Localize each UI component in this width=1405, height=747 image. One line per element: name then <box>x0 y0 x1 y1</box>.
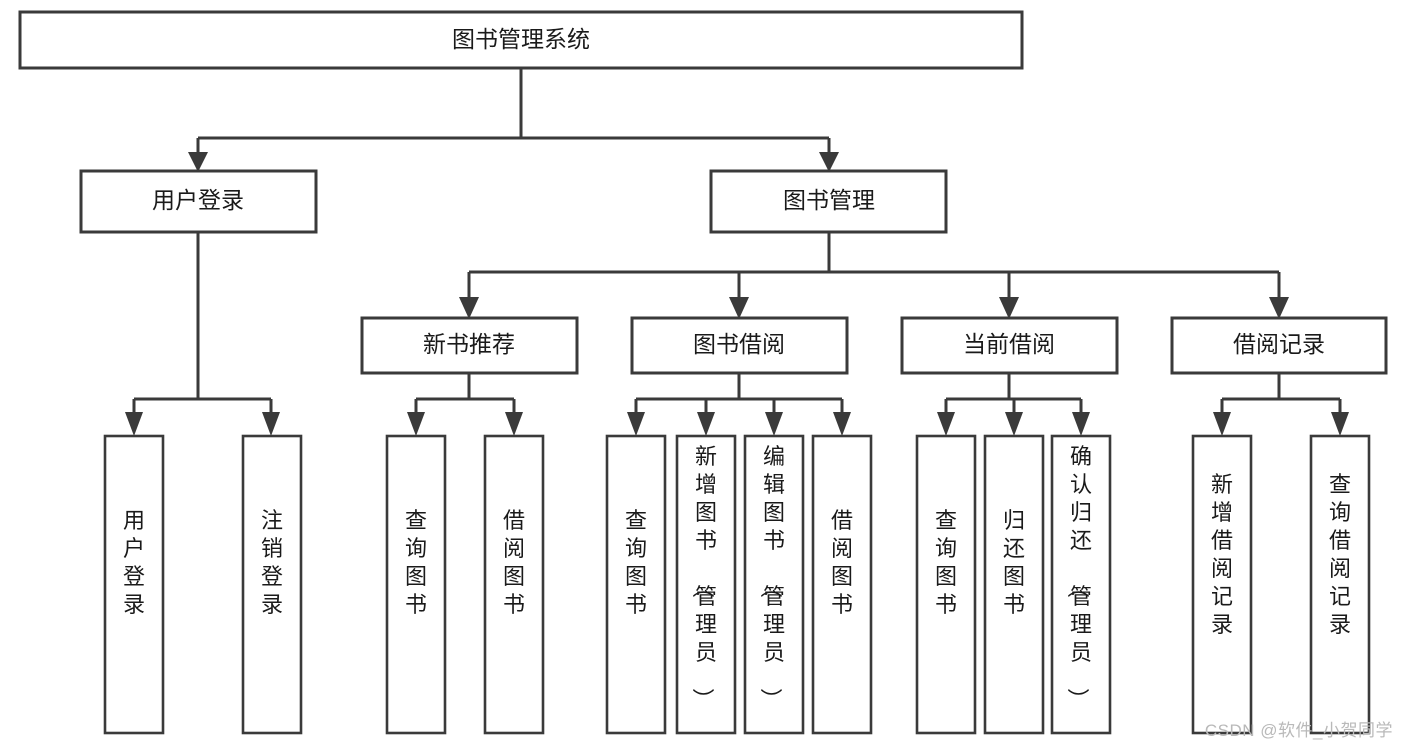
arrowhead-leaf-query-book-3 <box>937 412 955 436</box>
node-borrow-record-box <box>1170 316 1388 375</box>
leaf-user-logout-label: 注销登录 <box>261 508 283 617</box>
node-user-login-box <box>79 169 318 234</box>
node-user-login[interactable]: 用户登录 <box>79 169 318 234</box>
edges-bookmgmt-to-level3 <box>459 232 1289 319</box>
arrowhead-borrow-record <box>1269 297 1289 319</box>
node-new-book-recommend[interactable]: 新书推荐 <box>360 316 579 375</box>
arrowhead-leaf-borrow-book-1 <box>505 412 523 436</box>
arrowhead-leaf-borrow-book-2 <box>833 412 851 436</box>
leaf-borrow-book-1-label: 借阅图书 <box>503 508 525 617</box>
node-new-book-recommend-label: 新书推荐 <box>423 331 515 357</box>
leaf-query-book-3-box <box>915 434 977 735</box>
node-book-borrow[interactable]: 图书借阅 <box>630 316 849 375</box>
arrowhead-user-login <box>188 152 208 172</box>
leaf-borrow-book-2[interactable]: 借阅图书 <box>811 434 873 735</box>
arrowhead-book-borrow <box>729 297 749 319</box>
node-new-book-recommend-box <box>360 316 579 375</box>
leaf-confirm-return-box <box>1050 434 1112 735</box>
node-borrow-record-label: 借阅记录 <box>1233 331 1325 357</box>
leaf-query-book-3[interactable]: 查询图书 <box>915 434 977 735</box>
node-current-borrow-label: 当前借阅 <box>963 331 1055 357</box>
leaf-user-logout-box <box>241 434 303 735</box>
arrowhead-new-book-recommend <box>459 297 479 319</box>
node-root-box <box>18 10 1024 70</box>
leaf-add-record-label: 新增借阅记录 <box>1211 472 1233 637</box>
leaf-borrow-book-1[interactable]: 借阅图书 <box>483 434 545 735</box>
node-current-borrow-box <box>900 316 1119 375</box>
arrowhead-leaf-return-book <box>1005 412 1023 436</box>
edges-userlogin-to-leaves <box>125 232 280 436</box>
node-borrow-record[interactable]: 借阅记录 <box>1170 316 1388 375</box>
leaf-query-record[interactable]: 查询借阅记录 <box>1309 434 1371 735</box>
leaf-add-book[interactable]: 新增图书（管理员） <box>675 434 737 735</box>
leaf-edit-book-box <box>743 434 805 735</box>
leaf-add-record-box <box>1191 434 1253 735</box>
arrowhead-leaf-user-login <box>125 412 143 436</box>
leaf-user-logout[interactable]: 注销登录 <box>241 434 303 735</box>
node-book-management-box <box>709 169 948 234</box>
leaf-user-login-label: 用户登录 <box>123 508 145 617</box>
node-book-management-label: 图书管理 <box>783 187 875 213</box>
edges-borrowrecord-to-leaves <box>1213 373 1349 436</box>
leaf-user-login-box <box>103 434 165 735</box>
arrowhead-leaf-query-book-2 <box>627 412 645 436</box>
node-user-login-label: 用户登录 <box>152 187 244 213</box>
arrowhead-leaf-confirm-return <box>1072 412 1090 436</box>
leaf-query-book-2[interactable]: 查询图书 <box>605 434 667 735</box>
leaf-add-book-label: 新增图书（管理员） <box>690 444 717 710</box>
node-book-borrow-box <box>630 316 849 375</box>
leaf-query-book-1-label: 查询图书 <box>405 508 427 617</box>
leaf-query-record-label: 查询借阅记录 <box>1329 472 1351 637</box>
leaf-query-book-2-box <box>605 434 667 735</box>
leaf-query-book-2-label: 查询图书 <box>625 508 647 617</box>
arrowhead-book-management <box>819 152 839 172</box>
arrowhead-leaf-user-logout <box>262 412 280 436</box>
leaf-query-record-box <box>1309 434 1371 735</box>
arrowhead-leaf-add-book <box>697 412 715 436</box>
node-current-borrow[interactable]: 当前借阅 <box>900 316 1119 375</box>
leaf-add-record[interactable]: 新增借阅记录 <box>1191 434 1253 735</box>
edges-currentborrow-to-leaves <box>937 373 1090 436</box>
edges-newbook-to-leaves <box>407 373 523 436</box>
node-book-borrow-label: 图书借阅 <box>693 331 785 357</box>
leaf-borrow-book-2-box <box>811 434 873 735</box>
leaf-borrow-book-2-label: 借阅图书 <box>831 508 853 617</box>
leaf-confirm-return-label: 确认归还（管理员） <box>1065 444 1092 710</box>
edges-root-to-level2 <box>188 68 839 172</box>
leaf-add-book-box <box>675 434 737 735</box>
arrowhead-leaf-edit-book <box>765 412 783 436</box>
node-root-label: 图书管理系统 <box>452 26 590 52</box>
arrowhead-leaf-query-record <box>1331 412 1349 436</box>
node-root[interactable]: 图书管理系统 <box>18 10 1024 70</box>
leaf-query-book-3-label: 查询图书 <box>935 508 957 617</box>
leaf-edit-book[interactable]: 编辑图书（管理员） <box>743 434 805 735</box>
arrowhead-current-borrow <box>999 297 1019 319</box>
leaf-borrow-book-1-box <box>483 434 545 735</box>
leaf-user-login[interactable]: 用户登录 <box>103 434 165 735</box>
leaf-query-book-1[interactable]: 查询图书 <box>385 434 447 735</box>
leaf-query-book-1-box <box>385 434 447 735</box>
node-book-management[interactable]: 图书管理 <box>709 169 948 234</box>
arrowhead-leaf-add-record <box>1213 412 1231 436</box>
leaf-confirm-return[interactable]: 确认归还（管理员） <box>1050 434 1112 735</box>
leaf-return-book-box <box>983 434 1045 735</box>
leaf-return-book-label: 归还图书 <box>1003 508 1025 617</box>
leaf-edit-book-label: 编辑图书（管理员） <box>758 444 785 710</box>
arrowhead-leaf-query-book-1 <box>407 412 425 436</box>
edges-bookborrow-to-leaves <box>627 373 851 436</box>
leaf-return-book[interactable]: 归还图书 <box>983 434 1045 735</box>
